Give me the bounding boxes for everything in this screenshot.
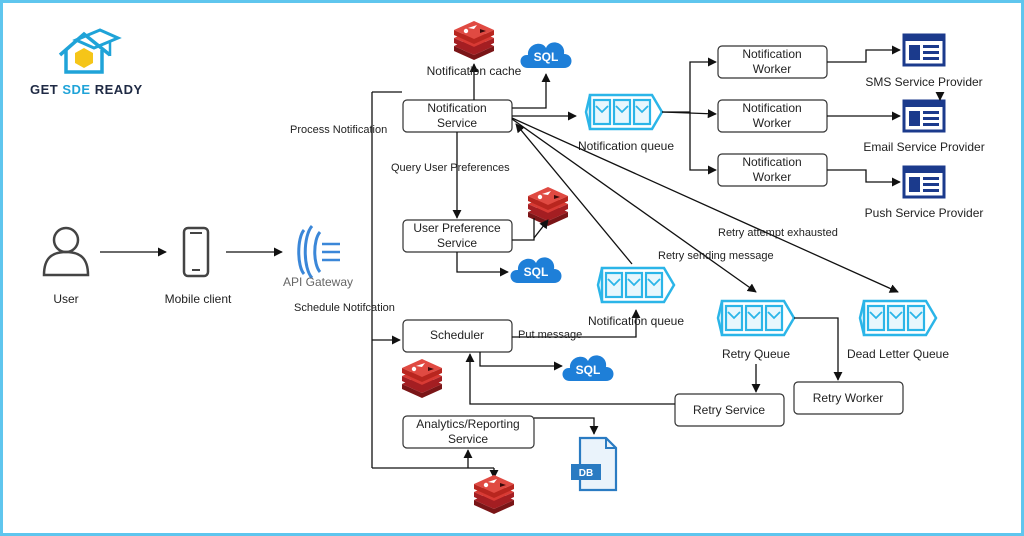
svg-text:Notification: Notification xyxy=(742,155,801,169)
redis-analytics-icon xyxy=(474,475,514,514)
db-label: DB xyxy=(579,468,593,479)
svg-text:Notification: Notification xyxy=(742,47,801,61)
brand-part3: READY xyxy=(91,82,143,97)
svg-text:Worker: Worker xyxy=(753,62,791,76)
svg-text:Worker: Worker xyxy=(753,116,791,130)
notification-cache-label: Notification cache xyxy=(427,64,522,78)
analytics-service-box[interactable] xyxy=(402,415,535,449)
retry-worker-label: Retry Worker xyxy=(813,391,883,405)
redis-scheduler-icon xyxy=(402,359,442,398)
scheduler-box[interactable] xyxy=(402,319,513,353)
svg-text:Notification: Notification xyxy=(742,101,801,115)
user-icon xyxy=(42,226,90,277)
notification-queue-label: Notification queue xyxy=(578,139,674,153)
svg-text:User Preference: User Preference xyxy=(413,221,501,235)
sms-provider-icon xyxy=(902,33,946,67)
edge-label-query-user-preferences: Query User Preferences xyxy=(391,162,510,174)
api-gateway-icon xyxy=(297,224,340,280)
redis-cache-icon xyxy=(454,21,494,60)
push-provider-label: Push Service Provider xyxy=(865,206,984,220)
retry-queue-icon xyxy=(716,299,796,337)
sms-provider-label: SMS Service Provider xyxy=(865,75,982,89)
retry-queue-label: Retry Queue xyxy=(722,347,790,361)
svg-text:GET SDE READY: GET SDE READY xyxy=(30,82,143,97)
email-provider-label: Email Service Provider xyxy=(863,140,984,154)
sql-label-3: SQL xyxy=(576,363,601,377)
db-document-icon xyxy=(571,436,618,492)
brand-part2: SDE xyxy=(62,82,90,97)
svg-text:Service: Service xyxy=(437,236,477,250)
email-provider-icon xyxy=(902,99,946,133)
edge-label-retry-attempt-exhausted: Retry attempt exhausted xyxy=(718,227,838,239)
retry-worker-box[interactable] xyxy=(793,381,904,415)
notification-service-line1: Notification xyxy=(427,101,486,115)
edge-label-process-notification: Process Notification xyxy=(290,124,387,136)
retry-service-label: Retry Service xyxy=(693,403,765,417)
sql-label-2: SQL xyxy=(524,265,549,279)
user-label: User xyxy=(53,292,78,306)
dead-letter-queue-label: Dead Letter Queue xyxy=(847,347,949,361)
edge-label-put-message: Put message xyxy=(518,329,582,341)
notification-queue-2-label: Notification queue xyxy=(588,314,684,328)
brand-logo: GET SDE READY xyxy=(30,28,143,97)
edge-label-schedule-notification: Schedule Notifcation xyxy=(294,302,395,314)
api-gateway-label: API Gateway xyxy=(283,275,353,289)
edge-label-retry-sending-message: Retry sending message xyxy=(658,250,774,262)
mobile-phone-icon xyxy=(182,226,210,278)
mobile-client-label: Mobile client xyxy=(165,292,232,306)
dead-letter-queue-icon xyxy=(858,299,938,337)
svg-text:Service: Service xyxy=(448,432,488,446)
svg-text:Analytics/Reporting: Analytics/Reporting xyxy=(416,417,519,431)
push-provider-icon xyxy=(902,165,946,199)
notification-queue-icon xyxy=(584,93,664,131)
sql-label-1: SQL xyxy=(534,50,559,64)
notification-queue-2-icon xyxy=(596,266,676,304)
brand-part1: GET xyxy=(30,82,62,97)
notification-service-line2: Service xyxy=(437,116,477,130)
svg-text:Worker: Worker xyxy=(753,170,791,184)
retry-service-box[interactable] xyxy=(674,393,785,427)
scheduler-label: Scheduler xyxy=(430,328,484,342)
